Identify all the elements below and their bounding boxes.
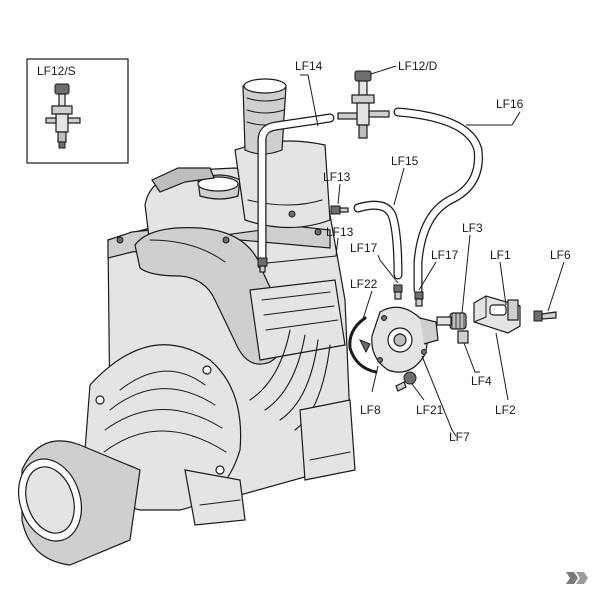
label-lf22: LF22 [350,277,378,291]
fitting-lf17-left: LF17 [350,241,403,300]
hose-lf15: LF15 [353,154,419,280]
pump-body [18,78,356,566]
gasket-lf22: LF22 [348,277,378,374]
label-lf14: LF14 [295,59,323,73]
brand-logo-icon [566,572,588,584]
label-lf2: LF2 [495,403,516,417]
fitting-lf13-lower: LF13 [257,225,354,273]
label-lf3: LF3 [462,221,483,235]
label-lf17-right: LF17 [431,248,459,262]
label-lf13-upper: LF13 [323,170,351,184]
bracket-lf1-lf2: LF1 LF2 [473,248,521,417]
label-lf21: LF21 [416,403,444,417]
valve-lf12d: LF12/D [337,59,438,139]
label-lf16: LF16 [496,97,524,111]
label-lf12d: LF12/D [398,59,438,73]
label-lf7: LF7 [449,430,470,444]
hose-lf16: LF16 [393,97,524,295]
cover-lf7: LF8 LF7 [360,306,470,444]
inset-box: LF12/S [26,58,129,164]
label-lf12s: LF12/S [37,64,76,78]
label-lf15: LF15 [391,154,419,168]
fitting-lf17-right: LF17 [414,248,459,307]
valve-lf12s [45,83,81,149]
label-lf8: LF8 [360,403,381,417]
label-lf17-left: LF17 [350,241,378,255]
screw-lf21: LF21 [395,371,444,417]
label-lf6: LF6 [550,248,571,262]
pipe-lf14: LF14 [257,59,335,270]
gear-lf3: LF3 LF4 [436,221,492,388]
label-lf1: LF1 [490,248,511,262]
label-lf13-lower: LF13 [326,225,354,239]
label-lf4: LF4 [471,374,492,388]
fitting-lf13-upper: LF13 [323,170,351,215]
screw-lf6: LF6 [533,248,571,322]
